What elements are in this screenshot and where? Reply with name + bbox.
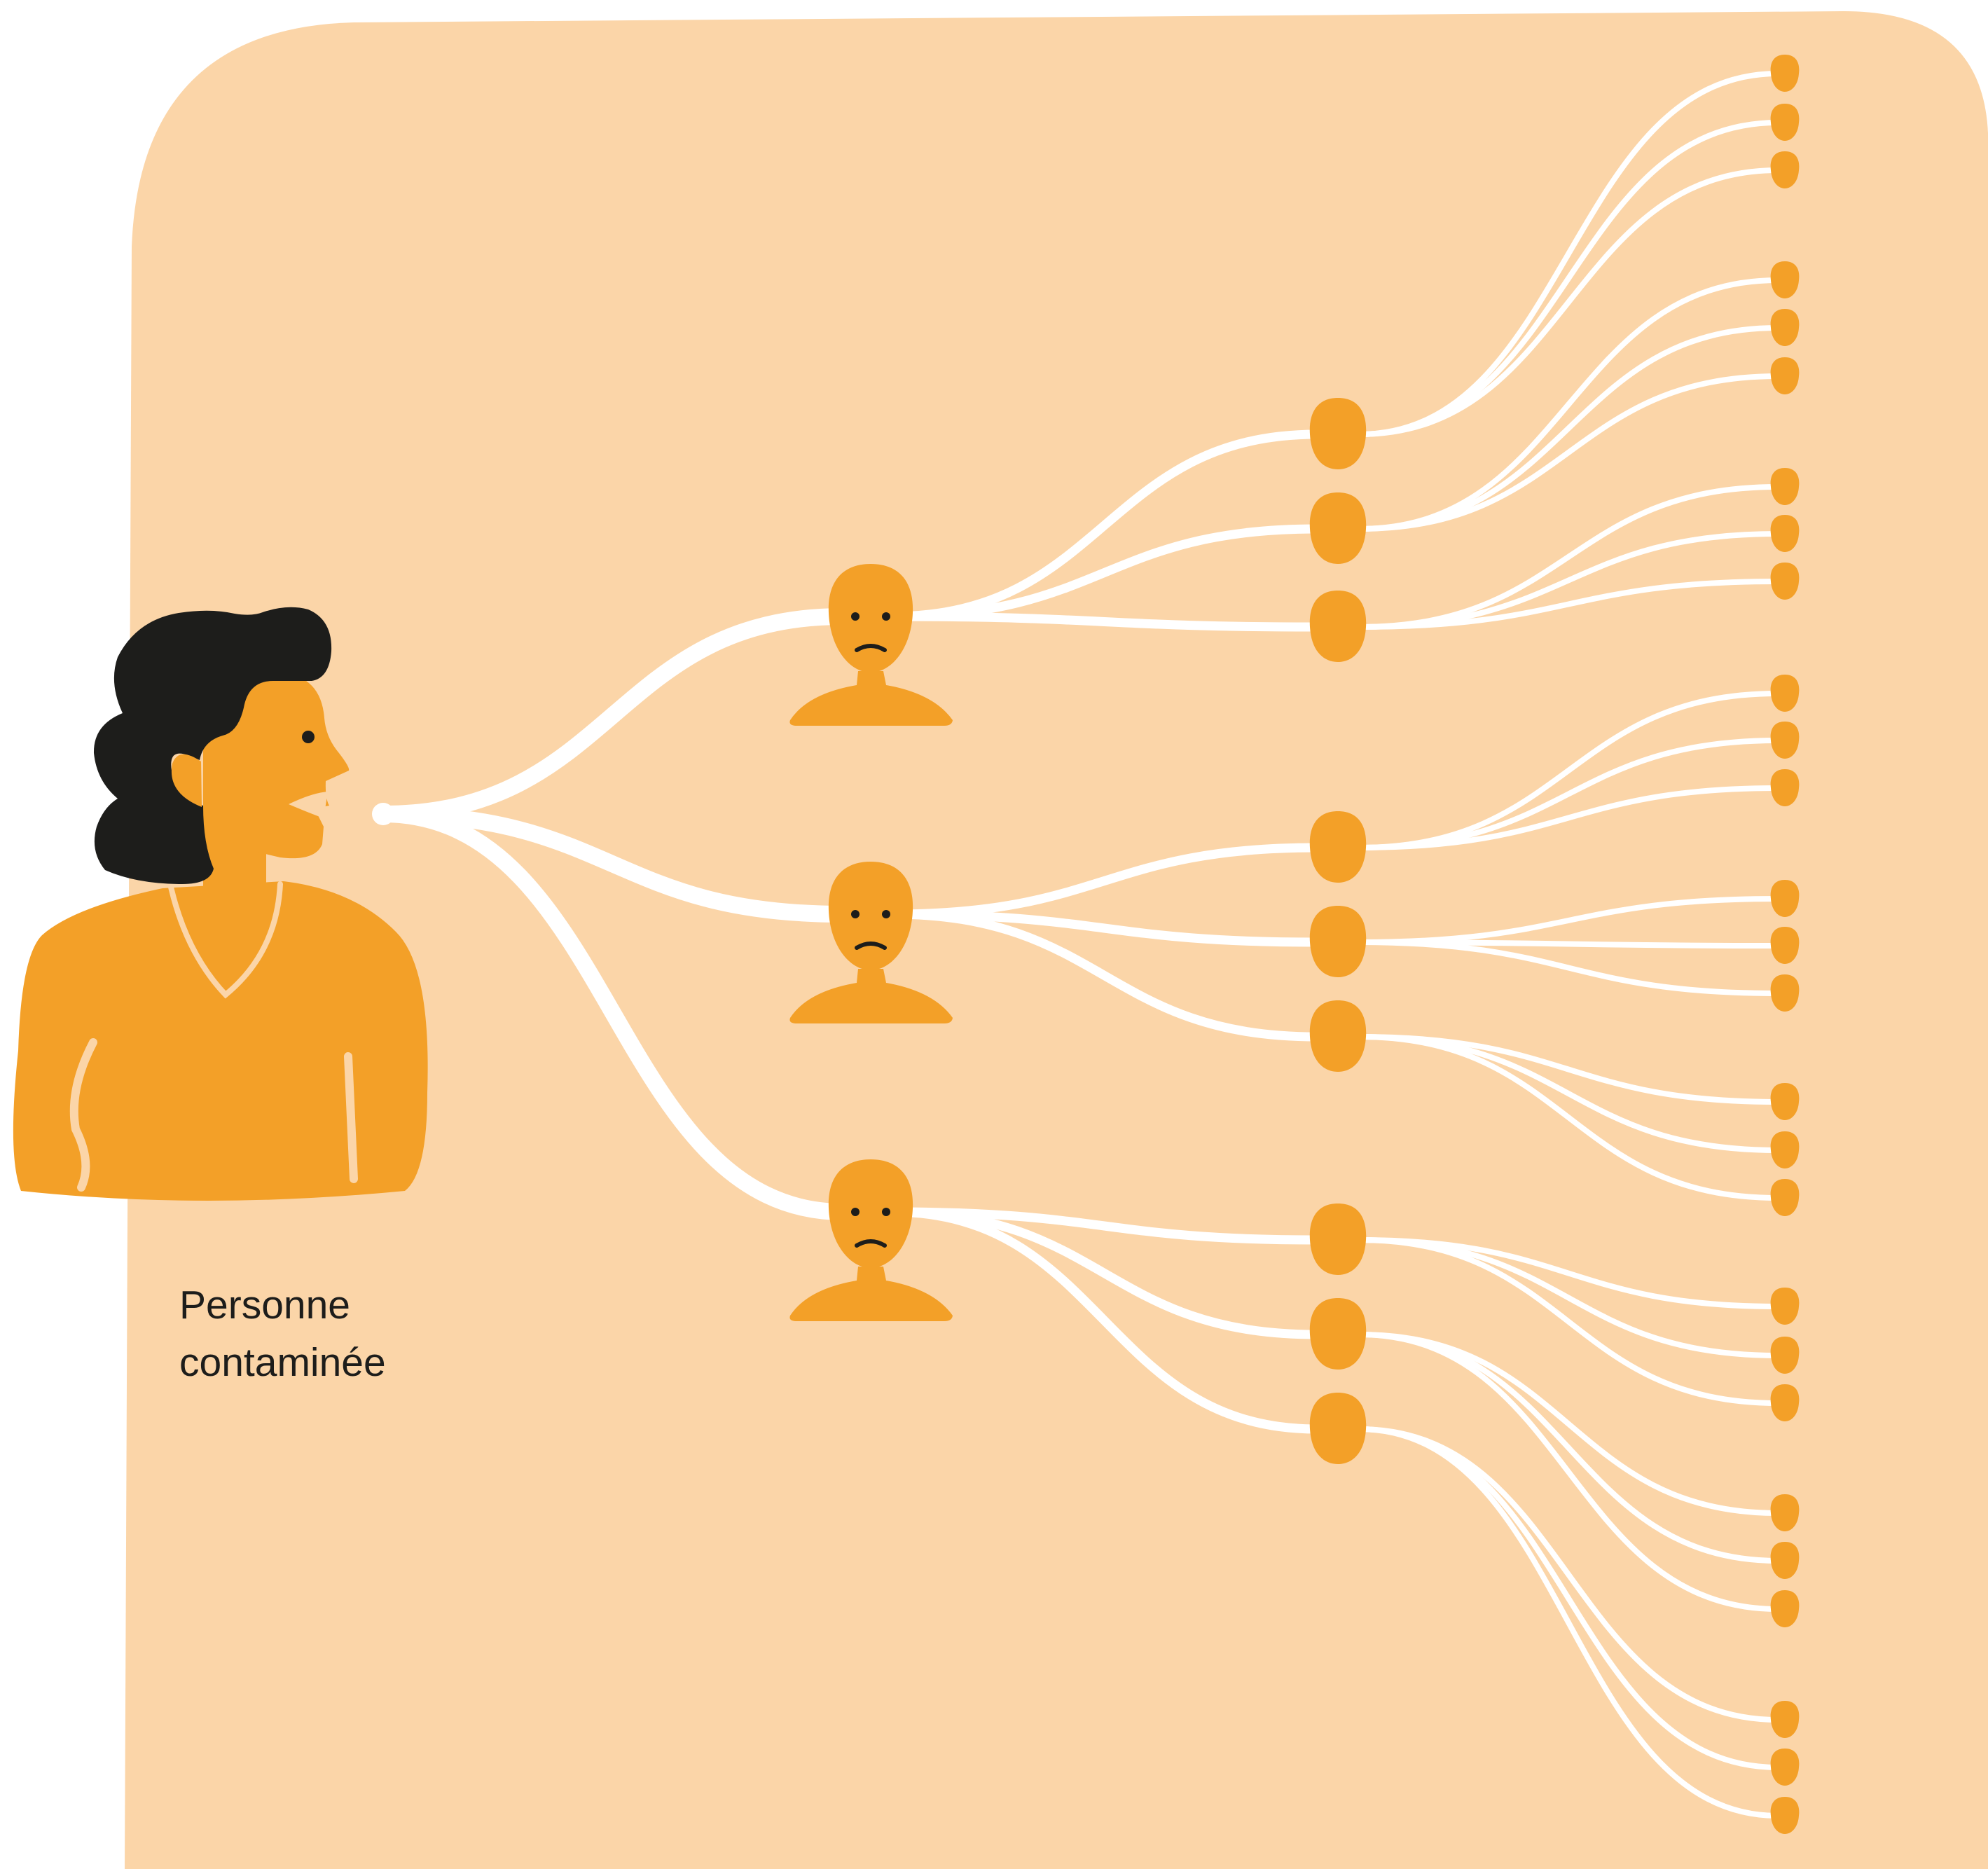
contact-person-sad-mouth [855,644,887,652]
contact-person-gen3-head [1770,974,1800,1012]
contact-person-eye [882,1208,890,1216]
spread-line-gen3 [1356,1332,1781,1612]
spread-line-gen2 [887,909,1322,947]
spread-line-gen3 [1356,1426,1781,1819]
spread-line-gen2 [887,429,1322,621]
spread-line-gen3 [1356,579,1781,630]
infected-person-collar [167,881,283,999]
infected-person-shirt-fold-right [344,1052,358,1183]
contact-person-gen3-head [1770,1179,1800,1216]
infected-person-body [13,881,428,1201]
infected-person-eye [302,731,315,743]
contact-person-gen3-head [1770,104,1800,141]
infected-person-ear [171,754,202,807]
contact-person-gen3-head [1770,722,1800,759]
contact-person-gen3-head [1770,151,1800,188]
contact-person-gen2-head [1309,1298,1367,1370]
contact-person-gen3-head [1770,880,1800,917]
spread-line-gen2 [887,524,1322,621]
contact-person-gen2-head [1309,492,1367,564]
spread-line-gen2 [887,1207,1322,1434]
contact-person-gen3-head [1770,1494,1800,1531]
spread-line-gen1 [375,806,851,1220]
contact-person-eye [851,612,860,621]
contact-person-gen3-head [1770,55,1800,92]
spread-line-gen2 [887,1207,1322,1245]
contact-person-gen3-head [1770,1083,1800,1120]
contact-person-gen3-head [1770,769,1800,806]
contact-person-gen3-head [1770,1337,1800,1374]
contact-person-gen3-head [1770,1288,1800,1325]
contact-person-gen3-head [1770,357,1800,394]
caption-line-2: contaminée [179,1340,386,1385]
contact-person-gen2-head [1309,906,1367,977]
contact-person-gen3-head [1770,261,1800,298]
breath-origin-dot [372,803,394,825]
contact-person-eye [882,612,890,621]
contact-person-gen1 [789,1159,953,1321]
contact-person-gen3-head [1770,309,1800,346]
infected-person-mouth [289,792,328,818]
contact-person-gen2-head [1309,811,1367,883]
contact-person-gen3-head [1770,563,1800,600]
spread-line-gen3 [1356,785,1781,850]
contact-person-gen3-head [1770,1384,1800,1421]
infected-person-hair [93,607,332,884]
contact-person-eye [851,1208,860,1216]
contact-person-gen1 [789,862,953,1023]
spread-line-gen3 [1356,167,1781,437]
contact-person-gen3-head [1770,1797,1800,1834]
infected-person-caption: Personne contaminée [179,1276,544,1391]
contact-person-gen2-head [1309,1204,1367,1275]
contact-person-gen2-head [1309,1393,1367,1464]
infected-person [13,607,428,1201]
contact-person-sad-mouth [855,1239,887,1248]
people-nodes [789,55,1800,1834]
contact-person-gen3-head [1770,675,1800,712]
contact-person-gen3-head [1770,515,1800,552]
caption-line-1: Personne [179,1283,351,1327]
contact-person-head [828,862,913,970]
contact-person-gen2-head [1309,591,1367,662]
spread-line-gen3 [1356,373,1781,532]
contact-person-head [828,1159,913,1268]
contact-person-sad-mouth [855,942,887,950]
background-panel [125,11,1988,1869]
contact-person-gen2-head [1309,398,1367,469]
contact-person-body [789,1267,953,1321]
contact-person-gen3-head [1770,1590,1800,1627]
contact-person-head [828,564,913,673]
spread-line-gen2 [887,909,1322,1042]
contact-person-gen3-head [1770,1749,1800,1786]
contact-person-gen1 [789,564,953,726]
contact-person-body [789,969,953,1023]
spread-line-gen2 [887,1207,1322,1339]
spread-line-gen2 [887,612,1322,632]
spread-line-gen1 [375,608,851,822]
contact-person-gen3-head [1770,468,1800,505]
contact-person-gen3-head [1770,1701,1800,1738]
spread-line-gen3 [1356,1034,1781,1201]
spread-line-gen2 [887,843,1322,919]
contact-person-body [789,671,953,726]
contact-person-gen3-head [1770,927,1800,964]
infected-person-shirt-fold-left [69,1038,97,1192]
spread-line-gen3 [1356,939,1781,996]
spread-lines [375,71,1781,1819]
contact-person-eye [851,910,860,918]
spread-line-gen3 [1356,1237,1781,1406]
spread-line-gen1 [375,806,851,923]
contact-person-eye [882,910,890,918]
contact-person-gen2-head [1309,1000,1367,1072]
contact-person-gen3-head [1770,1131,1800,1168]
contact-person-gen3-head [1770,1542,1800,1579]
